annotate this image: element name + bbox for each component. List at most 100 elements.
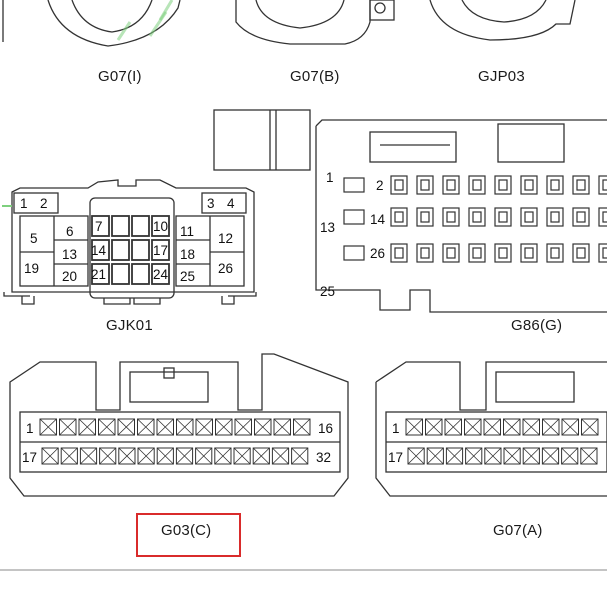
g03c-pin-32: 32	[316, 450, 331, 465]
g86g-cavity	[416, 243, 434, 263]
gjk01-pin-7: 7	[95, 219, 103, 234]
g03c-pin	[271, 447, 290, 465]
g86g-pin-25: 25	[320, 284, 335, 299]
g86g-cavity	[442, 175, 460, 195]
g03c-pin	[118, 447, 136, 465]
g07b-drawing	[235, 0, 395, 45]
g03c-pin	[156, 418, 174, 436]
g86g-cavity	[494, 175, 512, 195]
gjk01-pin-18: 18	[180, 247, 195, 262]
gjk01-pin-25: 25	[180, 269, 195, 284]
g03c-pin	[60, 447, 78, 465]
g07a-pin	[425, 418, 443, 436]
g86g-cavity	[468, 175, 486, 195]
g86g-cavity	[572, 207, 590, 227]
g86g-cavity	[598, 207, 607, 227]
g07a-pin	[465, 447, 483, 465]
g07a-pin	[464, 418, 482, 436]
g03c-pin	[41, 447, 59, 465]
g03c-pin-17: 17	[22, 450, 37, 465]
g03c-label: G03(C)	[161, 522, 212, 539]
g07a-pin	[407, 447, 425, 465]
gjp03-label: GJP03	[478, 68, 525, 85]
g86g-cavity	[546, 175, 564, 195]
g07a-pin-1: 1	[392, 421, 400, 436]
g86g-cavity	[416, 207, 434, 227]
g86g-cavity	[468, 243, 486, 263]
g07a-pin	[561, 447, 579, 465]
g03c-pin	[214, 447, 232, 465]
gjk01-pin-24: 24	[153, 267, 169, 282]
g86g-cavity	[442, 243, 460, 263]
g07a-pin	[484, 447, 502, 465]
g86g-cavity	[546, 207, 564, 227]
g03c-pin	[78, 418, 96, 436]
g03c-pin	[137, 447, 155, 465]
g07a-pin	[522, 418, 540, 436]
g07i-label: G07(I)	[98, 68, 142, 85]
g07i-drawing	[2, 0, 181, 47]
g03c-pin	[233, 447, 251, 465]
g07a-pin	[503, 418, 521, 436]
g03c-pin	[234, 418, 252, 436]
gjk01-pin-12: 12	[218, 231, 233, 246]
g86g-cavity	[390, 243, 408, 263]
g03c-pin	[254, 418, 272, 436]
g86g-latch	[343, 245, 365, 261]
g07a-pin	[503, 447, 521, 465]
g86g-cavity	[390, 207, 408, 227]
g86g-cavity	[494, 207, 512, 227]
gjk01-pin-19: 19	[24, 261, 39, 276]
g07a-pin	[444, 418, 462, 436]
g07a-pin	[445, 447, 464, 465]
g86g-cavity	[494, 243, 512, 263]
g07a-pin	[542, 418, 560, 436]
g86g-cavity	[520, 243, 538, 263]
g03c-pin	[99, 447, 117, 465]
g86g-cavity-grid	[343, 175, 607, 263]
gjk01-pin-21: 21	[91, 267, 106, 282]
gjk01-pin-4: 4	[227, 196, 235, 211]
gjk01-pin-11: 11	[180, 224, 194, 239]
g03c-pin	[273, 418, 291, 436]
gjk01-pin-20: 20	[62, 269, 77, 284]
g03c-pin-16: 16	[318, 421, 333, 436]
gjk01-pin-3: 3	[207, 196, 215, 211]
g86g-pin-14: 14	[370, 212, 386, 227]
g86g-cavity	[442, 207, 460, 227]
g07a-pin-17: 17	[388, 450, 403, 465]
gjk01-pin-10: 10	[153, 219, 168, 234]
g07a-pin	[580, 447, 598, 465]
gjk01-drawing	[2, 179, 257, 305]
gjk01-pin-1: 1	[20, 196, 28, 211]
g86g-cavity	[520, 175, 538, 195]
g03c-pin	[137, 418, 155, 436]
g07a-drawing	[375, 361, 607, 497]
g86g-drawing	[213, 109, 607, 313]
g03c-pin	[195, 418, 213, 436]
g07a-pin	[483, 418, 501, 436]
g07a-pin	[581, 418, 599, 436]
g86g-cavity	[546, 243, 564, 263]
g86g-pin-2: 2	[376, 178, 384, 193]
g03c-pin	[176, 418, 194, 436]
gjk01-pin-13: 13	[62, 247, 77, 262]
g86g-pin-1: 1	[326, 170, 334, 185]
g03c-pin	[293, 418, 311, 436]
g86g-pin-13: 13	[320, 220, 335, 235]
g86g-cavity	[390, 175, 408, 195]
gjk01-pin-26: 26	[218, 261, 233, 276]
gjk01-label: GJK01	[106, 317, 153, 334]
g03c-pin-1: 1	[26, 421, 34, 436]
g03c-pin	[117, 418, 135, 436]
g86g-label: G86(G)	[511, 317, 563, 334]
gjk01-cavity-grid	[91, 215, 170, 285]
g03c-highlight-box	[136, 513, 241, 557]
gjk01-pin-14: 14	[91, 243, 107, 258]
g07a-label: G07(A)	[493, 522, 543, 539]
gjk01-pin-6: 6	[66, 224, 74, 239]
g86g-cavity	[598, 175, 607, 195]
g07a-pin	[522, 447, 540, 465]
gjp03-drawing	[429, 0, 576, 41]
